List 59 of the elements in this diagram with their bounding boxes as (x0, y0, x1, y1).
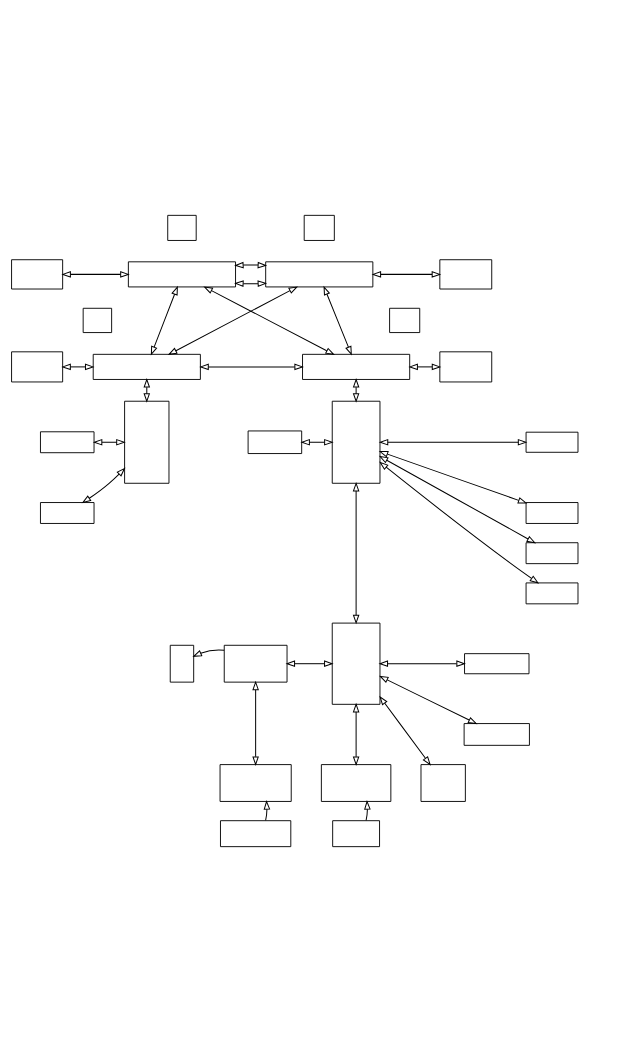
node-box (303, 214, 335, 241)
arrow (62, 363, 94, 371)
arrow (379, 660, 465, 667)
arrow (379, 456, 536, 544)
node-box (40, 502, 95, 524)
arrow (301, 439, 333, 446)
arrow (323, 286, 352, 355)
arrow (235, 261, 267, 269)
arrow (364, 801, 371, 821)
arrow (352, 703, 360, 765)
node-box (302, 353, 411, 380)
node-box (127, 261, 236, 288)
arrow (62, 271, 129, 278)
arrow (200, 363, 303, 371)
node-box (331, 622, 381, 705)
node-box (220, 820, 292, 848)
node-box (331, 400, 381, 484)
arrow (379, 451, 527, 504)
node-box (219, 764, 292, 802)
arrow (379, 462, 539, 584)
node-box (167, 214, 197, 241)
arrow (93, 439, 125, 446)
arrow (204, 286, 335, 355)
arrow (252, 681, 259, 765)
node-box (464, 653, 530, 675)
arrow (352, 379, 360, 402)
arrow (352, 482, 360, 624)
node-box (420, 764, 466, 802)
node-box (40, 431, 95, 454)
node-box (11, 351, 64, 383)
arrow (193, 649, 225, 657)
node-box (265, 261, 374, 288)
arrow (263, 801, 271, 821)
node-box (463, 723, 530, 746)
node-box (332, 820, 380, 848)
node-box (320, 764, 392, 802)
arrow (379, 439, 527, 446)
arrow (409, 363, 441, 371)
node-box (389, 307, 421, 334)
node-box (124, 400, 170, 484)
node-box (11, 259, 64, 290)
arrow (379, 675, 477, 724)
node-box (82, 307, 113, 334)
node-box (525, 542, 579, 565)
node-box (525, 582, 579, 605)
node-box (223, 644, 288, 683)
arrow (82, 468, 125, 503)
node-box (247, 430, 303, 454)
arrow (372, 271, 441, 278)
arrow (150, 286, 178, 355)
arrow (286, 660, 333, 667)
node-box (439, 259, 493, 290)
node-box (525, 431, 579, 453)
arrow (379, 696, 431, 765)
node-box (439, 351, 493, 383)
arrow (168, 286, 298, 355)
node-box (169, 644, 195, 683)
node-box (92, 353, 201, 380)
node-box (525, 502, 579, 524)
